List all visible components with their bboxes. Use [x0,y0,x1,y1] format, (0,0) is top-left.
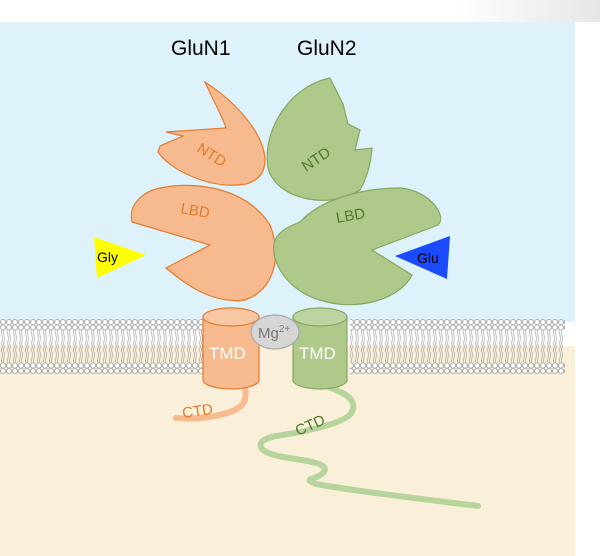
glun2-lbd [273,187,442,306]
page-corner-shadow [455,0,600,22]
glutamate-ligand: Glu [395,236,450,279]
glun2-tmd [292,307,348,390]
mg-ion-label: Mg2+ [258,324,290,342]
glycine-ligand: Gly [94,237,146,278]
glun2-title: GluN2 [297,37,357,60]
glun1-lbd-label: LBD [179,200,211,222]
intracellular-region [0,346,575,556]
glun1-tmd-label: TMD [209,344,246,363]
glun1-lbd [130,184,277,302]
glun2-ctd [257,382,481,509]
glun2-lbd-label: LBD [335,205,367,227]
mg-ion-symbol: Mg [258,325,279,342]
lipid-bilayer-right [350,318,565,375]
glun1-ntd [157,80,266,186]
glun2-ntd [266,77,373,201]
mg-ion-charge: 2+ [279,324,291,335]
glun1-tmd [202,307,260,390]
glycine-label: Gly [97,249,118,265]
glun1-title: GluN1 [171,37,231,60]
glutamate-label: Glu [417,250,439,266]
lipid-bilayer-left [0,318,210,375]
glun1-ctd-label: CTD [181,401,214,422]
glun2-tmd-label: TMD [299,344,336,363]
mg-ion: Mg2+ [250,314,300,350]
